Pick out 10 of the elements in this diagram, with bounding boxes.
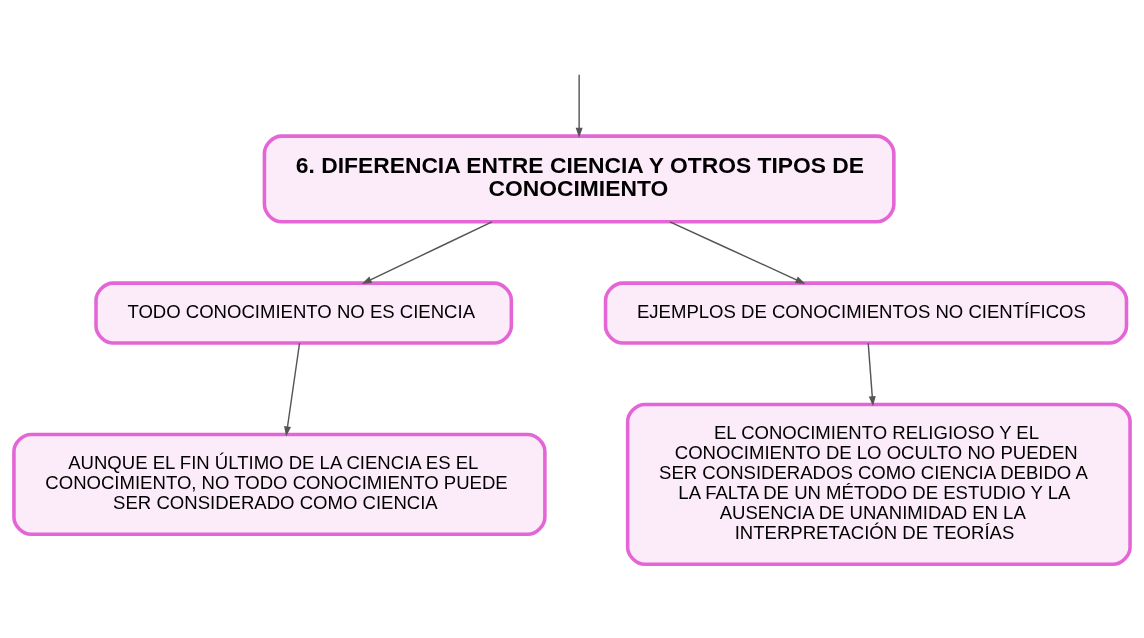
arrow [361, 221, 493, 284]
node-box: TODO CONOCIMIENTO NO ES CIENCIA [94, 281, 514, 345]
arrow [669, 221, 806, 284]
node-box: EJEMPLOS DE CONOCIMIENTOS NO CIENTÍFICOS [603, 281, 1129, 345]
arrow [575, 74, 583, 138]
node-box: 6. DIFERENCIA ENTRE CIENCIA Y OTROS TIPOS DE CONOCIMIENTO [262, 134, 896, 224]
node-box: AUNQUE EL FIN ÚLTIMO DE LA CIENCIA ES EL CONOCIMIENTO, NO TODO CONOCIMIENTO PUEDE SER CONSIDERADO COMO CIENCIA [12, 432, 547, 537]
arrow [867, 342, 876, 407]
node-box: EL CONOCIMIENTO RELIGIOSO Y EL CONOCIMIENTO DE LO OCULTO NO PUEDEN SER CONSIDERADOS COMO CIENCIA DEBIDO A LA FALTA DE UN MÉTODO DE ESTUDIO Y LA AUSENCIA DE UNANIMIDAD EN LA INTERPRETACIÓN DE TEORÍAS [625, 402, 1132, 567]
arrow [284, 342, 301, 437]
